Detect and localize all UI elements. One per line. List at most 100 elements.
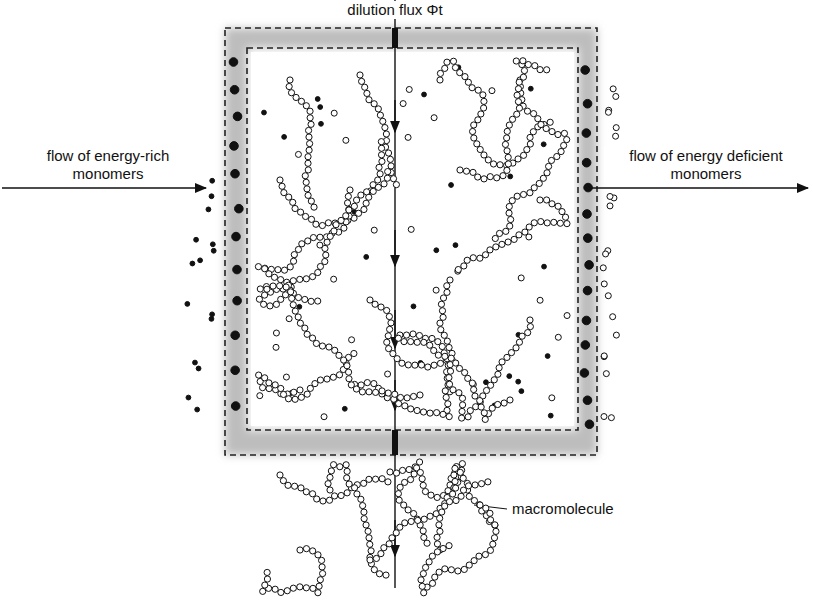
chain-monomer	[303, 489, 309, 495]
chain-monomer	[452, 465, 458, 471]
chain-monomer	[255, 264, 261, 270]
chain-monomer	[437, 528, 443, 534]
chain-monomer	[562, 214, 568, 220]
energy-rich-monomer	[422, 92, 427, 97]
chain-monomer	[289, 295, 295, 301]
chain-monomer	[434, 410, 440, 416]
chain-monomer	[464, 257, 470, 263]
energy-deficient-monomer	[349, 337, 355, 343]
chain-monomer	[304, 186, 310, 192]
macromolecule-chain	[434, 479, 491, 553]
chain-monomer	[351, 485, 357, 491]
chain-backbone	[259, 172, 387, 306]
chain-monomer	[311, 204, 317, 210]
chain-monomer	[304, 331, 310, 337]
chain-monomer	[503, 228, 509, 234]
chain-monomer	[460, 402, 466, 408]
energy-deficient-monomer	[518, 275, 524, 281]
chain-monomer	[442, 566, 448, 572]
chain-monomer	[375, 106, 381, 112]
chain-monomer	[317, 234, 323, 240]
chain-monomer	[277, 283, 283, 289]
chain-monomer	[499, 241, 505, 247]
chain-monomer	[310, 585, 316, 591]
chain-monomer	[303, 103, 309, 109]
chain-monomer	[397, 484, 403, 490]
chain-monomer	[527, 134, 533, 140]
chain-monomer	[264, 576, 270, 582]
chain-monomer	[432, 574, 438, 580]
energy-deficient-monomer	[400, 101, 406, 107]
chain-monomer	[546, 163, 552, 169]
macromolecule-chain	[286, 77, 317, 210]
inflow-arrow	[2, 187, 206, 188]
chain-monomer	[509, 198, 515, 204]
chain-monomer	[297, 584, 303, 590]
chain-monomer	[508, 216, 514, 222]
chain-monomer	[319, 564, 325, 570]
chain-monomer	[448, 355, 454, 361]
chain-monomer	[524, 146, 530, 152]
chain-monomer	[347, 187, 353, 193]
chain-monomer	[522, 229, 528, 235]
chain-backbone	[420, 464, 462, 498]
energy-rich-monomer	[507, 374, 512, 379]
chain-monomer	[446, 414, 452, 420]
chain-monomer	[315, 269, 321, 275]
energy-rich-monomer	[230, 142, 239, 151]
chain-monomer	[419, 583, 425, 589]
chain-monomer	[267, 303, 273, 309]
chain-monomer	[399, 360, 405, 366]
macromolecule-chain	[325, 462, 389, 579]
chain-monomer	[405, 362, 411, 368]
chain-monomer	[256, 372, 262, 378]
chain-monomer	[420, 571, 426, 577]
chain-monomer	[308, 121, 314, 127]
chain-monomer	[330, 374, 336, 380]
chain-monomer	[471, 135, 477, 141]
chain-monomer	[387, 326, 393, 332]
chain-monomer	[421, 590, 427, 596]
chain-monomer	[477, 146, 483, 152]
chain-monomer	[411, 510, 417, 516]
chain-monomer	[292, 396, 298, 402]
chain-monomer	[271, 274, 277, 280]
chain-monomer	[372, 301, 378, 307]
chain-monomer	[418, 577, 424, 583]
chain-monomer	[561, 142, 567, 148]
chain-monomer	[478, 404, 484, 410]
chain-monomer	[456, 365, 462, 371]
chain-monomer	[538, 218, 544, 224]
chain-monomer	[411, 471, 417, 477]
chain-monomer	[403, 332, 409, 338]
chain-monomer	[421, 339, 427, 345]
energy-deficient-monomer	[603, 371, 609, 377]
chain-monomer	[262, 582, 268, 588]
chain-monomer	[513, 58, 519, 64]
chain-monomer	[481, 176, 487, 182]
chain-monomer	[290, 585, 296, 591]
chain-monomer	[465, 375, 471, 381]
chain-monomer	[371, 380, 377, 386]
chain-monomer	[390, 176, 396, 182]
chain-monomer	[505, 161, 511, 167]
chain-monomer	[361, 509, 367, 515]
chain-monomer	[397, 394, 403, 400]
chain-backbone	[260, 286, 420, 398]
chain-monomer	[405, 507, 411, 513]
energy-rich-monomer	[198, 258, 203, 263]
chain-monomer	[378, 145, 384, 151]
chain-monomer	[434, 534, 440, 540]
energy-rich-monomer	[583, 396, 592, 405]
chain-monomer	[482, 416, 488, 422]
chain-monomer	[344, 475, 350, 481]
chain-monomer	[425, 364, 431, 370]
energy-rich-monomer	[262, 110, 267, 115]
chain-monomer	[262, 265, 268, 271]
chain-monomer	[291, 483, 297, 489]
chain-monomer	[366, 535, 372, 541]
chain-monomer	[442, 388, 448, 394]
chain-backbone	[421, 505, 496, 593]
chain-monomer	[346, 207, 352, 213]
chain-monomer	[272, 586, 278, 592]
